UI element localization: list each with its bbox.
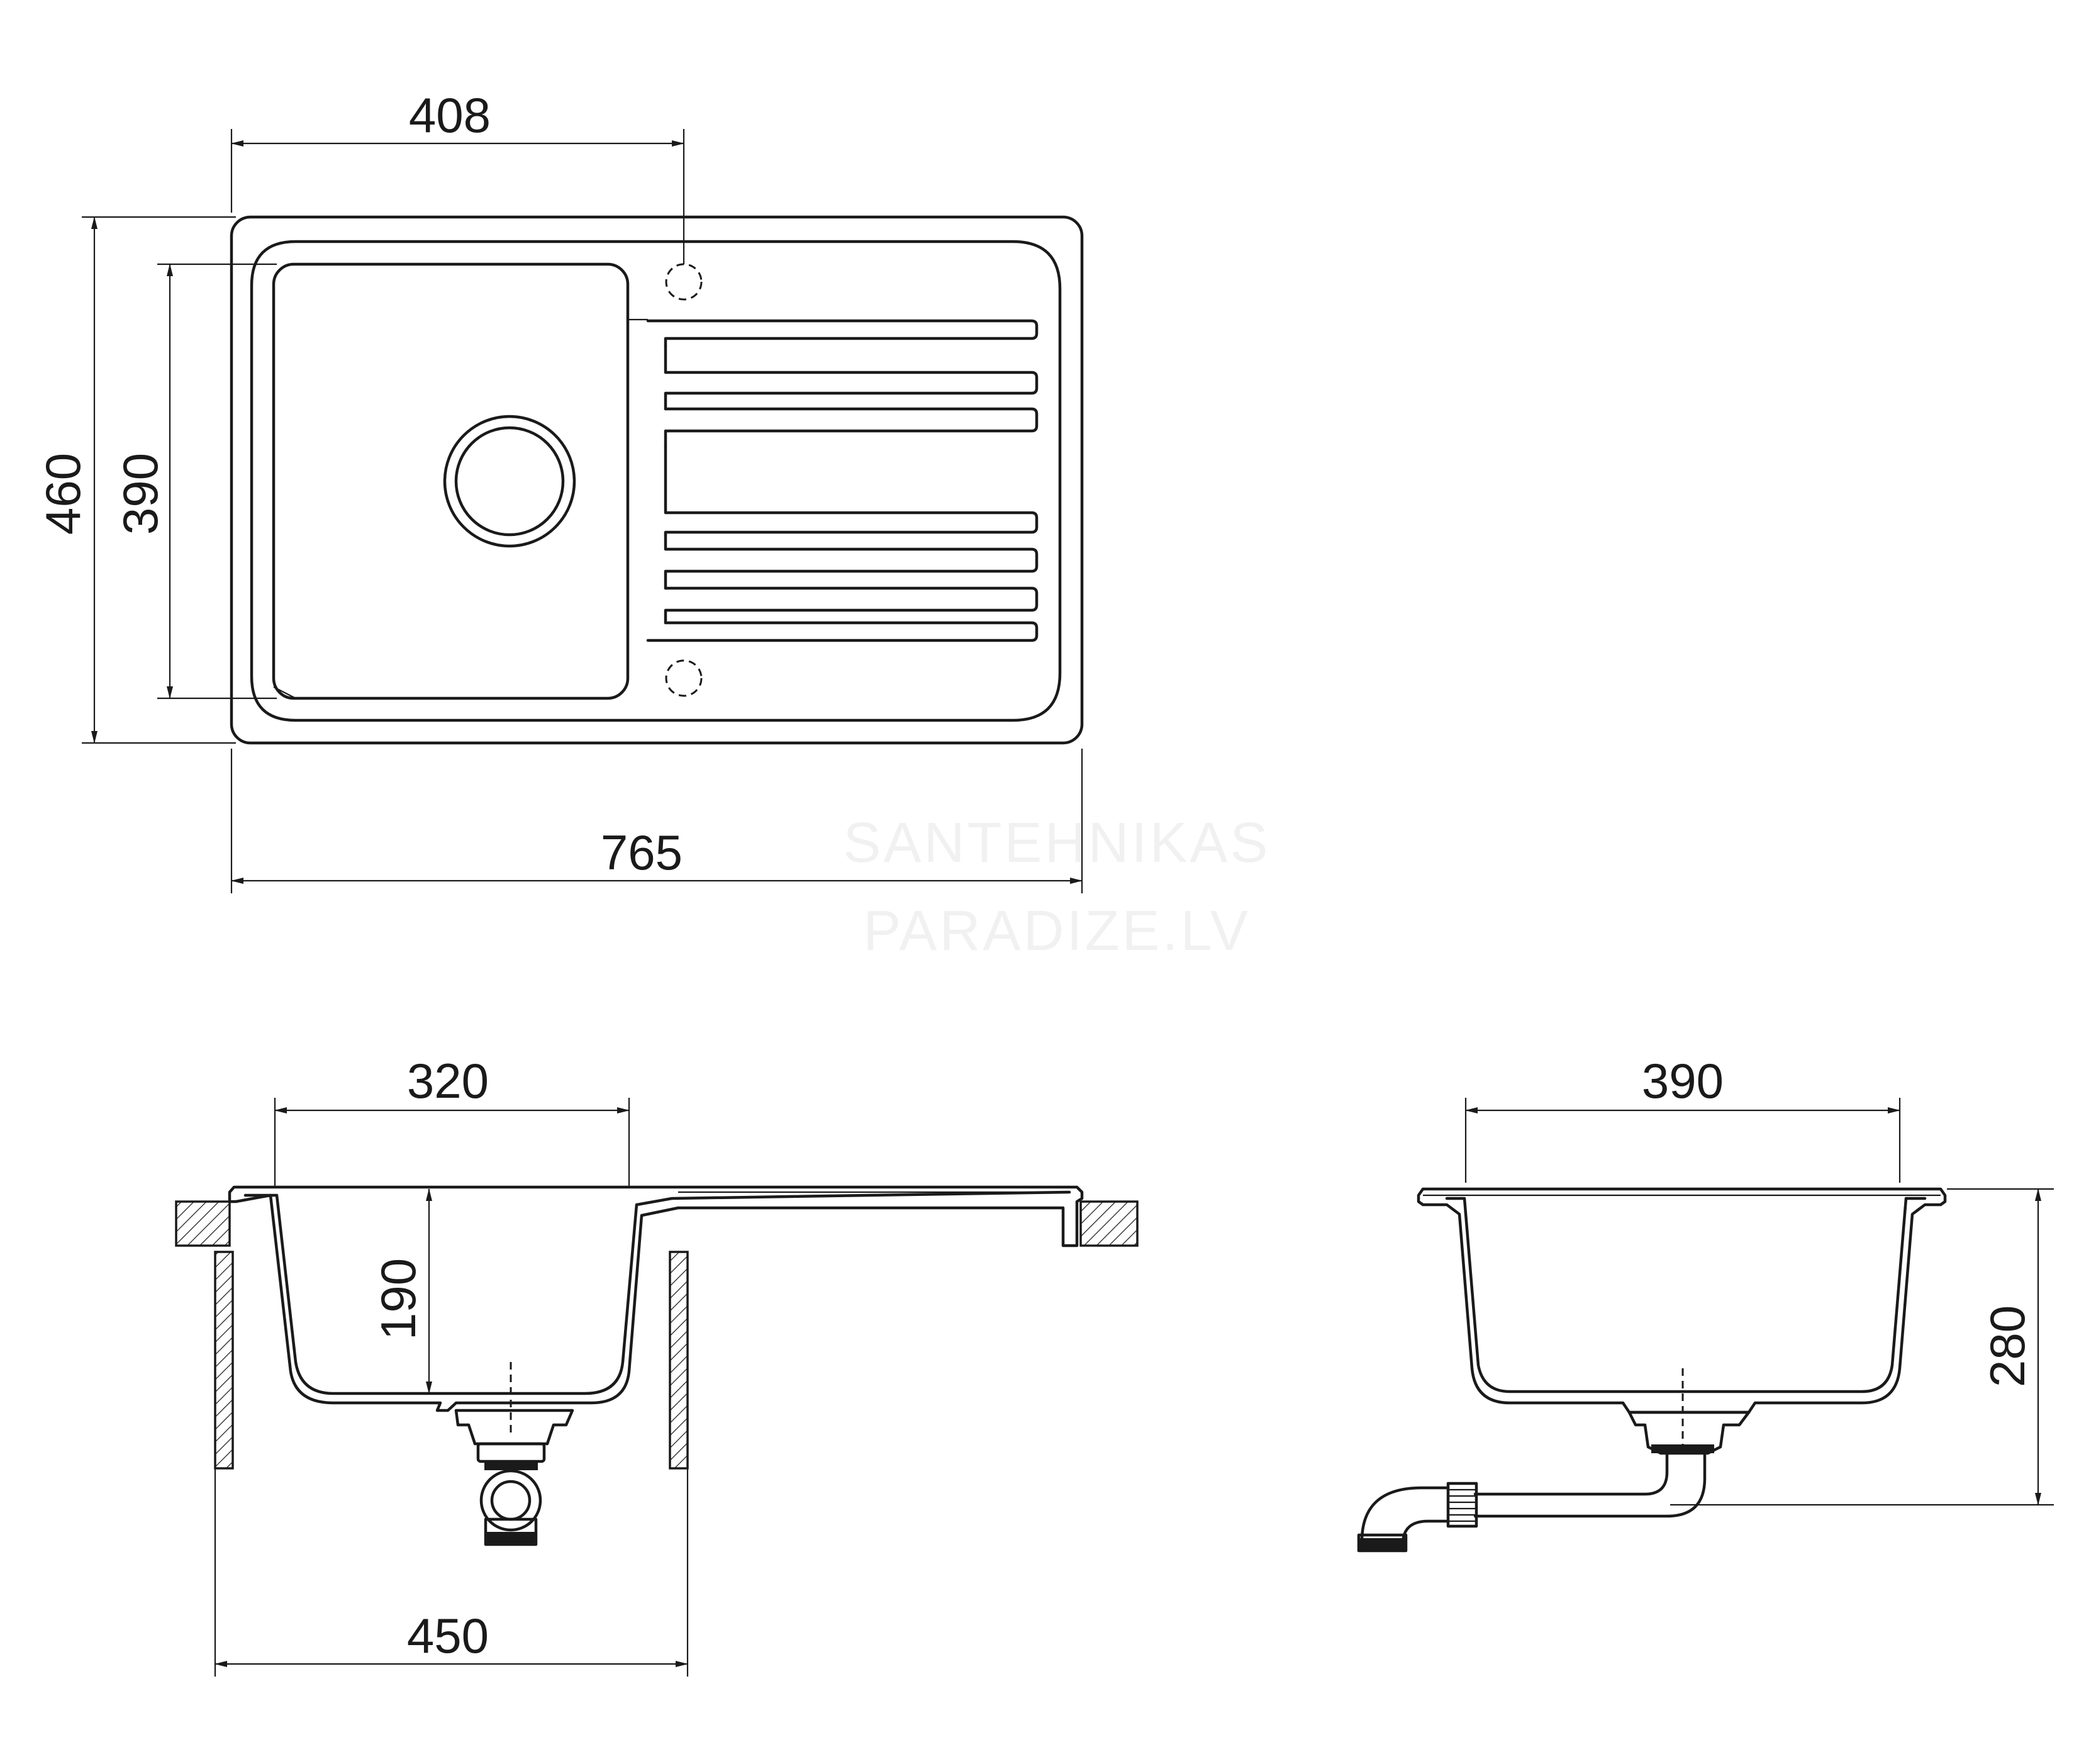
dim-190-label: 190 xyxy=(371,1258,426,1340)
trap-bend-outer xyxy=(479,1469,542,1532)
waste-flange xyxy=(454,1409,574,1446)
sink-profile-inner xyxy=(243,1190,1071,1395)
countertop-left xyxy=(175,1200,231,1247)
trap-thread xyxy=(486,1532,536,1546)
side-waste-nut xyxy=(1651,1444,1714,1453)
waste-nut xyxy=(484,1461,538,1470)
watermark-line-1: SANTEHNIKAS xyxy=(843,812,1270,874)
countertop-right xyxy=(1079,1200,1139,1247)
sink-inner-border xyxy=(250,240,1062,722)
drain-outer-ring xyxy=(443,415,576,548)
trap-bend-inner xyxy=(490,1480,532,1521)
drain-inner-ring xyxy=(454,426,565,537)
trap-coupling-thread xyxy=(1448,1488,1476,1522)
watermark: SANTEHNIKAS PARADIZE.LV xyxy=(843,812,1270,963)
drainer-ribs xyxy=(646,319,1039,642)
trap-pipe-top xyxy=(1473,1451,1669,1496)
dim-765-label: 765 xyxy=(601,825,683,880)
dim-390-label: 390 xyxy=(113,453,168,535)
dim-side-390-label: 390 xyxy=(1642,1053,1724,1108)
side-profile-inner xyxy=(1445,1197,1927,1393)
side-profile-outer xyxy=(1417,1187,1947,1414)
sink-outer-rim xyxy=(230,215,1084,745)
trap-pipe-bottom xyxy=(1473,1451,1707,1518)
dim-450-label: 450 xyxy=(407,1608,489,1663)
dim-460-label: 460 xyxy=(35,453,91,535)
dim-320-label: 320 xyxy=(407,1053,489,1108)
bowl-outline xyxy=(272,262,630,700)
tap-hole-top xyxy=(665,263,703,301)
waste-basket xyxy=(476,1442,546,1463)
cabinet-wall-right xyxy=(669,1251,689,1470)
bowl-corner-line xyxy=(273,686,296,699)
sink-profile-outer xyxy=(228,1185,1084,1412)
tap-hole-bottom xyxy=(665,659,703,697)
top-view: 408 460 390 765 xyxy=(35,87,1084,893)
front-section-view: 320 190 450 xyxy=(175,1053,1139,1677)
dim-408-label: 408 xyxy=(409,87,491,143)
watermark-line-2: PARADIZE.LV xyxy=(863,900,1251,963)
side-section-view: 390 280 xyxy=(1357,1053,2054,1553)
trap-coupling xyxy=(1446,1482,1478,1528)
dim-280-label: 280 xyxy=(1980,1305,2035,1387)
outlet-thread xyxy=(1359,1538,1406,1552)
cabinet-wall-left xyxy=(214,1251,234,1470)
outlet-elbow-inner xyxy=(1401,1519,1450,1553)
